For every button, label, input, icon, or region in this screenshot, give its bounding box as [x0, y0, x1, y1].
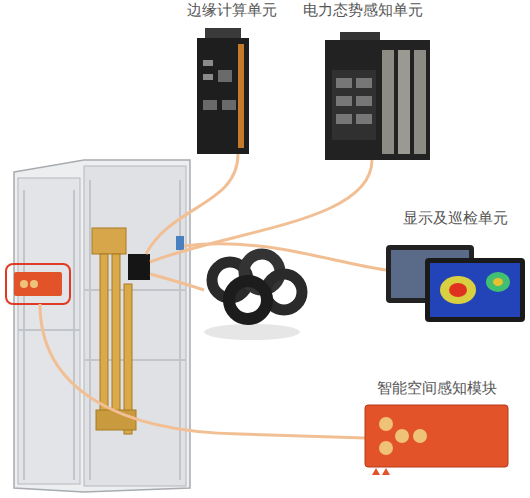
frame-shelf: [84, 289, 186, 291]
heat-spot: [449, 283, 467, 297]
warning-mark: [382, 468, 390, 475]
ct-ring: [229, 281, 267, 319]
module-button: [395, 429, 409, 443]
port: [218, 70, 232, 82]
warning-mark: [372, 468, 380, 475]
port: [356, 96, 372, 106]
space-sensing-module: [365, 405, 508, 475]
heat-spot: [493, 278, 503, 286]
device-label: 显示及巡检单元: [385, 208, 525, 228]
frame-rail: [73, 190, 75, 480]
port: [356, 114, 372, 124]
power-sensing-unit: [325, 32, 430, 160]
module-button: [20, 280, 28, 288]
terminal-strip: [382, 50, 394, 154]
cabinet-display: [176, 236, 184, 250]
module-button: [379, 441, 393, 455]
wire: [150, 274, 204, 290]
module-button: [413, 429, 427, 443]
frame-shelf: [84, 359, 186, 361]
device-label: 边缘计算单元: [182, 0, 282, 20]
device-label: 电力态势感知单元: [303, 0, 423, 20]
frame-rail: [179, 180, 181, 480]
wire: [40, 304, 365, 438]
sensing-terminal: [128, 254, 150, 280]
module-button: [379, 417, 393, 431]
busbar: [92, 228, 126, 254]
device-label: 智能空间感知模块: [363, 378, 510, 398]
cabinet-left-bay: [18, 178, 80, 484]
edge-computing-unit: 边缘计算单元: [182, 0, 282, 158]
orange-edge: [238, 44, 244, 148]
current-transformers: [204, 254, 302, 340]
edge-computer: [197, 28, 249, 154]
port: [222, 100, 236, 110]
frame-rail: [23, 190, 25, 480]
highlight-frame: [6, 264, 70, 304]
thermal-screen: [430, 263, 520, 317]
module-button: [30, 280, 38, 288]
port-panel: [332, 70, 376, 140]
cabinet-right-bay: [84, 166, 186, 486]
display-tablets: [386, 245, 525, 322]
port: [336, 78, 352, 88]
power-sensing-unit: 电力态势感知单元: [303, 0, 423, 162]
device-case: [325, 40, 430, 160]
port: [203, 74, 213, 80]
port: [356, 78, 372, 88]
module-case: [365, 405, 508, 467]
heat-spot: [440, 276, 476, 304]
frame-shelf: [18, 329, 80, 331]
switch-cabinet: [6, 160, 190, 492]
tablet-front: [425, 258, 525, 322]
busbar: [100, 254, 108, 414]
shadow: [204, 324, 300, 340]
heat-spot: [486, 272, 510, 292]
space-sensing-module: 智能空间感知模块: [363, 378, 510, 470]
busbar: [112, 254, 120, 414]
frame-rail: [89, 180, 91, 480]
port: [203, 100, 217, 110]
terminal-strip: [398, 50, 410, 154]
port: [203, 60, 213, 66]
terminal-strip: [414, 50, 426, 154]
signal-wires: [40, 154, 386, 438]
display-patrol-unit: 显示及巡检单元: [385, 208, 525, 324]
space-sensor-module: [14, 272, 62, 296]
device-case: [197, 38, 249, 154]
port: [336, 96, 352, 106]
port: [336, 114, 352, 124]
